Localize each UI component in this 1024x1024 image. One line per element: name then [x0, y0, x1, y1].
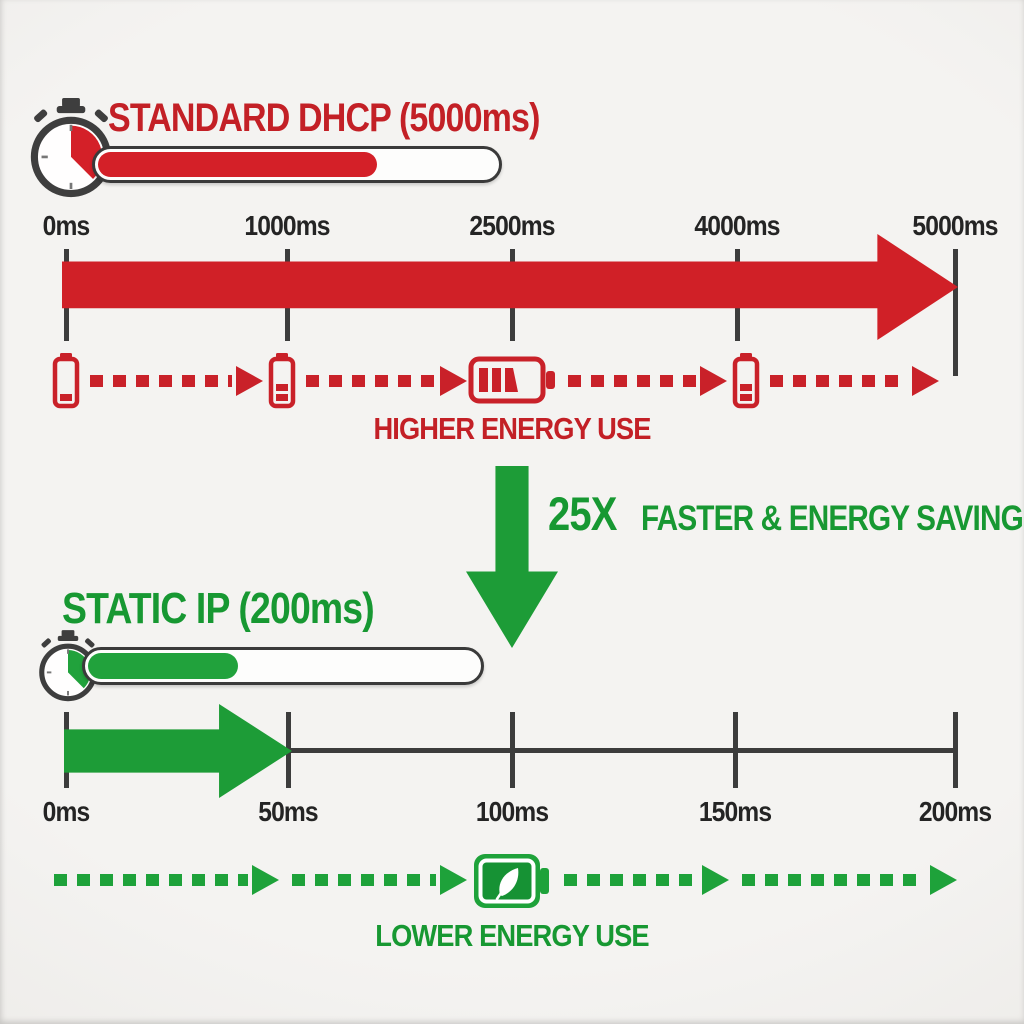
- higher-energy-label: HIGHER ENERGY USE: [373, 411, 651, 446]
- tick-mark: [510, 712, 515, 788]
- dhcp-tick-label: 1000ms: [244, 210, 330, 241]
- dashed-line: [292, 874, 436, 886]
- headline-text: FASTER & ENERGY SAVING: [640, 499, 1024, 538]
- comparison-headline: 25X FASTER & ENERGY SAVING: [548, 486, 1024, 541]
- static-tick-label: 150ms: [698, 796, 772, 827]
- dashed-line: [564, 874, 698, 886]
- dhcp-tick-label: 4000ms: [694, 210, 780, 241]
- arrowhead-icon: [700, 366, 727, 396]
- dashed-line: [90, 375, 232, 387]
- arrowhead-icon: [236, 366, 263, 396]
- dashed-line: [770, 375, 908, 387]
- static-progress-bar: [82, 647, 484, 685]
- static-ip-title: STATIC IP (200ms): [62, 584, 375, 633]
- static-progress-fill: [88, 653, 239, 679]
- down-arrow-icon: [466, 466, 558, 648]
- battery-low-icon: [52, 353, 80, 409]
- dhcp-title: STANDARD DHCP (5000ms): [108, 96, 540, 140]
- static-tick-label: 100ms: [475, 796, 549, 827]
- tick-mark: [733, 712, 738, 788]
- tick-mark: [953, 712, 958, 788]
- arrowhead-icon: [912, 366, 939, 396]
- battery-mid-icon: [268, 353, 296, 409]
- dashed-line: [306, 375, 436, 387]
- green-timeline-arrow-icon: [64, 704, 292, 798]
- arrowhead-icon: [930, 865, 957, 895]
- arrowhead-icon: [702, 865, 729, 895]
- dashed-line: [568, 375, 696, 387]
- dhcp-progress-fill: [98, 152, 377, 177]
- battery-high-icon: [468, 356, 555, 404]
- static-tick-label: 200ms: [918, 796, 992, 827]
- dhcp-tick-label: 0ms: [42, 210, 91, 241]
- tick-mark: [953, 249, 958, 376]
- arrowhead-icon: [252, 865, 279, 895]
- dhcp-progress-bar: [92, 146, 502, 183]
- static-tick-label: 50ms: [258, 796, 318, 827]
- dhcp-tick-label: 2500ms: [469, 210, 555, 241]
- battery-mid-icon: [732, 353, 760, 409]
- dashed-line: [54, 874, 248, 886]
- dhcp-tick-label: 5000ms: [912, 210, 998, 241]
- lower-energy-label: LOWER ENERGY USE: [375, 918, 649, 953]
- stopwatch-icon: [30, 98, 112, 198]
- static-tick-label: 0ms: [42, 796, 91, 827]
- eco-battery-leaf-icon: [474, 854, 549, 908]
- dashed-line: [742, 874, 926, 886]
- arrowhead-icon: [440, 865, 467, 895]
- multiplier-text: 25X: [548, 487, 617, 540]
- arrowhead-icon: [440, 366, 467, 396]
